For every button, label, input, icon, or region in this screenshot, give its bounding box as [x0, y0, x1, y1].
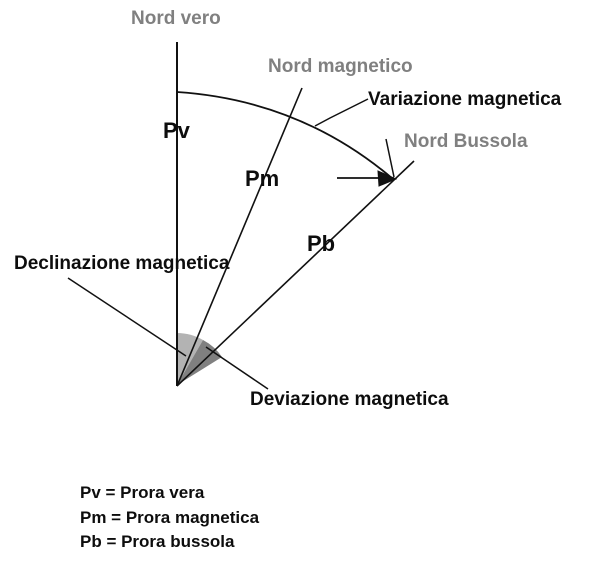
label-pb: Pb: [307, 231, 336, 256]
label-nord-vero: Nord vero: [131, 8, 221, 29]
deviation-angle-sector: [177, 340, 222, 385]
label-variazione-magnetica: Variazione magnetica: [368, 89, 562, 110]
variation-arc: [176, 91, 394, 180]
declinazione-leader-line: [67, 277, 187, 357]
label-pv: Pv: [163, 118, 190, 143]
legend: Pv = Prora vera Pm = Prora magnetica Pb …: [80, 481, 259, 555]
variazione-leader-line: [314, 98, 369, 127]
deviazione-leader-line: [205, 346, 269, 390]
pb-compass-north-line: [176, 160, 415, 387]
legend-item-pv: Pv = Prora vera: [80, 483, 205, 502]
pm-magnetic-north-line: [176, 87, 303, 387]
label-nord-bussola: Nord Bussola: [404, 131, 528, 152]
label-pm: Pm: [245, 166, 280, 191]
label-declinazione-magnetica: Declinazione magnetica: [14, 253, 230, 274]
legend-item-pm: Pm = Prora magnetica: [80, 507, 260, 527]
label-nord-magnetico: Nord magnetico: [268, 56, 413, 77]
label-deviazione-magnetica: Deviazione magnetica: [250, 389, 449, 410]
arc-arrow-head: [377, 170, 398, 187]
legend-item-pb: Pb = Prora bussola: [80, 532, 235, 552]
nord-bussola-leader-line: [385, 138, 395, 178]
